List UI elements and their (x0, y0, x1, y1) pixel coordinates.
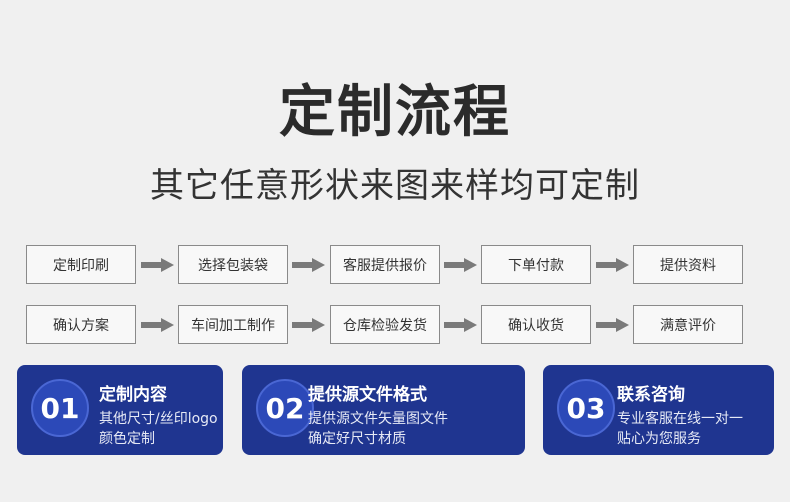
right-arrow-icon (596, 258, 630, 272)
flow-step-inspect-ship: 仓库检验发货 (330, 305, 440, 344)
page-subtitle: 其它任意形状来图来样均可定制 (150, 166, 640, 206)
info-card-contact: 03 联系咨询 专业客服在线一对一 贴心为您服务 (543, 365, 774, 455)
card-text: 专业客服在线一对一 (617, 411, 743, 427)
right-arrow-icon (444, 318, 478, 332)
right-arrow-icon (292, 258, 326, 272)
card-title: 提供源文件格式 (308, 385, 427, 405)
card-text: 提供源文件矢量图文件 (308, 411, 448, 427)
right-arrow-icon (141, 258, 175, 272)
step-number-badge: 01 (31, 379, 89, 437)
flow-step-production: 车间加工制作 (178, 305, 288, 344)
card-title: 定制内容 (99, 385, 167, 405)
right-arrow-icon (596, 318, 630, 332)
card-text: 其他尺寸/丝印logo (99, 411, 218, 427)
step-number-badge: 03 (557, 379, 615, 437)
right-arrow-icon (292, 318, 326, 332)
flow-step-quote: 客服提供报价 (330, 245, 440, 284)
card-text: 贴心为您服务 (617, 431, 701, 447)
info-card-custom-content: 01 定制内容 其他尺寸/丝印logo 颜色定制 (17, 365, 223, 455)
info-card-file-format: 02 提供源文件格式 提供源文件矢量图文件 确定好尺寸材质 (242, 365, 525, 455)
step-number-badge: 02 (256, 379, 314, 437)
right-arrow-icon (141, 318, 175, 332)
flow-step-review: 满意评价 (633, 305, 743, 344)
right-arrow-icon (444, 258, 478, 272)
flow-step-order-pay: 下单付款 (481, 245, 591, 284)
card-text: 确定好尺寸材质 (308, 431, 406, 447)
flow-step-provide-materials: 提供资料 (633, 245, 743, 284)
flow-step-choose-bag: 选择包装袋 (178, 245, 288, 284)
page-title: 定制流程 (279, 80, 511, 145)
card-title: 联系咨询 (617, 385, 685, 405)
flow-step-confirm-receipt: 确认收货 (481, 305, 591, 344)
card-text: 颜色定制 (99, 431, 155, 447)
flow-step-custom-print: 定制印刷 (26, 245, 136, 284)
flow-step-confirm-plan: 确认方案 (26, 305, 136, 344)
